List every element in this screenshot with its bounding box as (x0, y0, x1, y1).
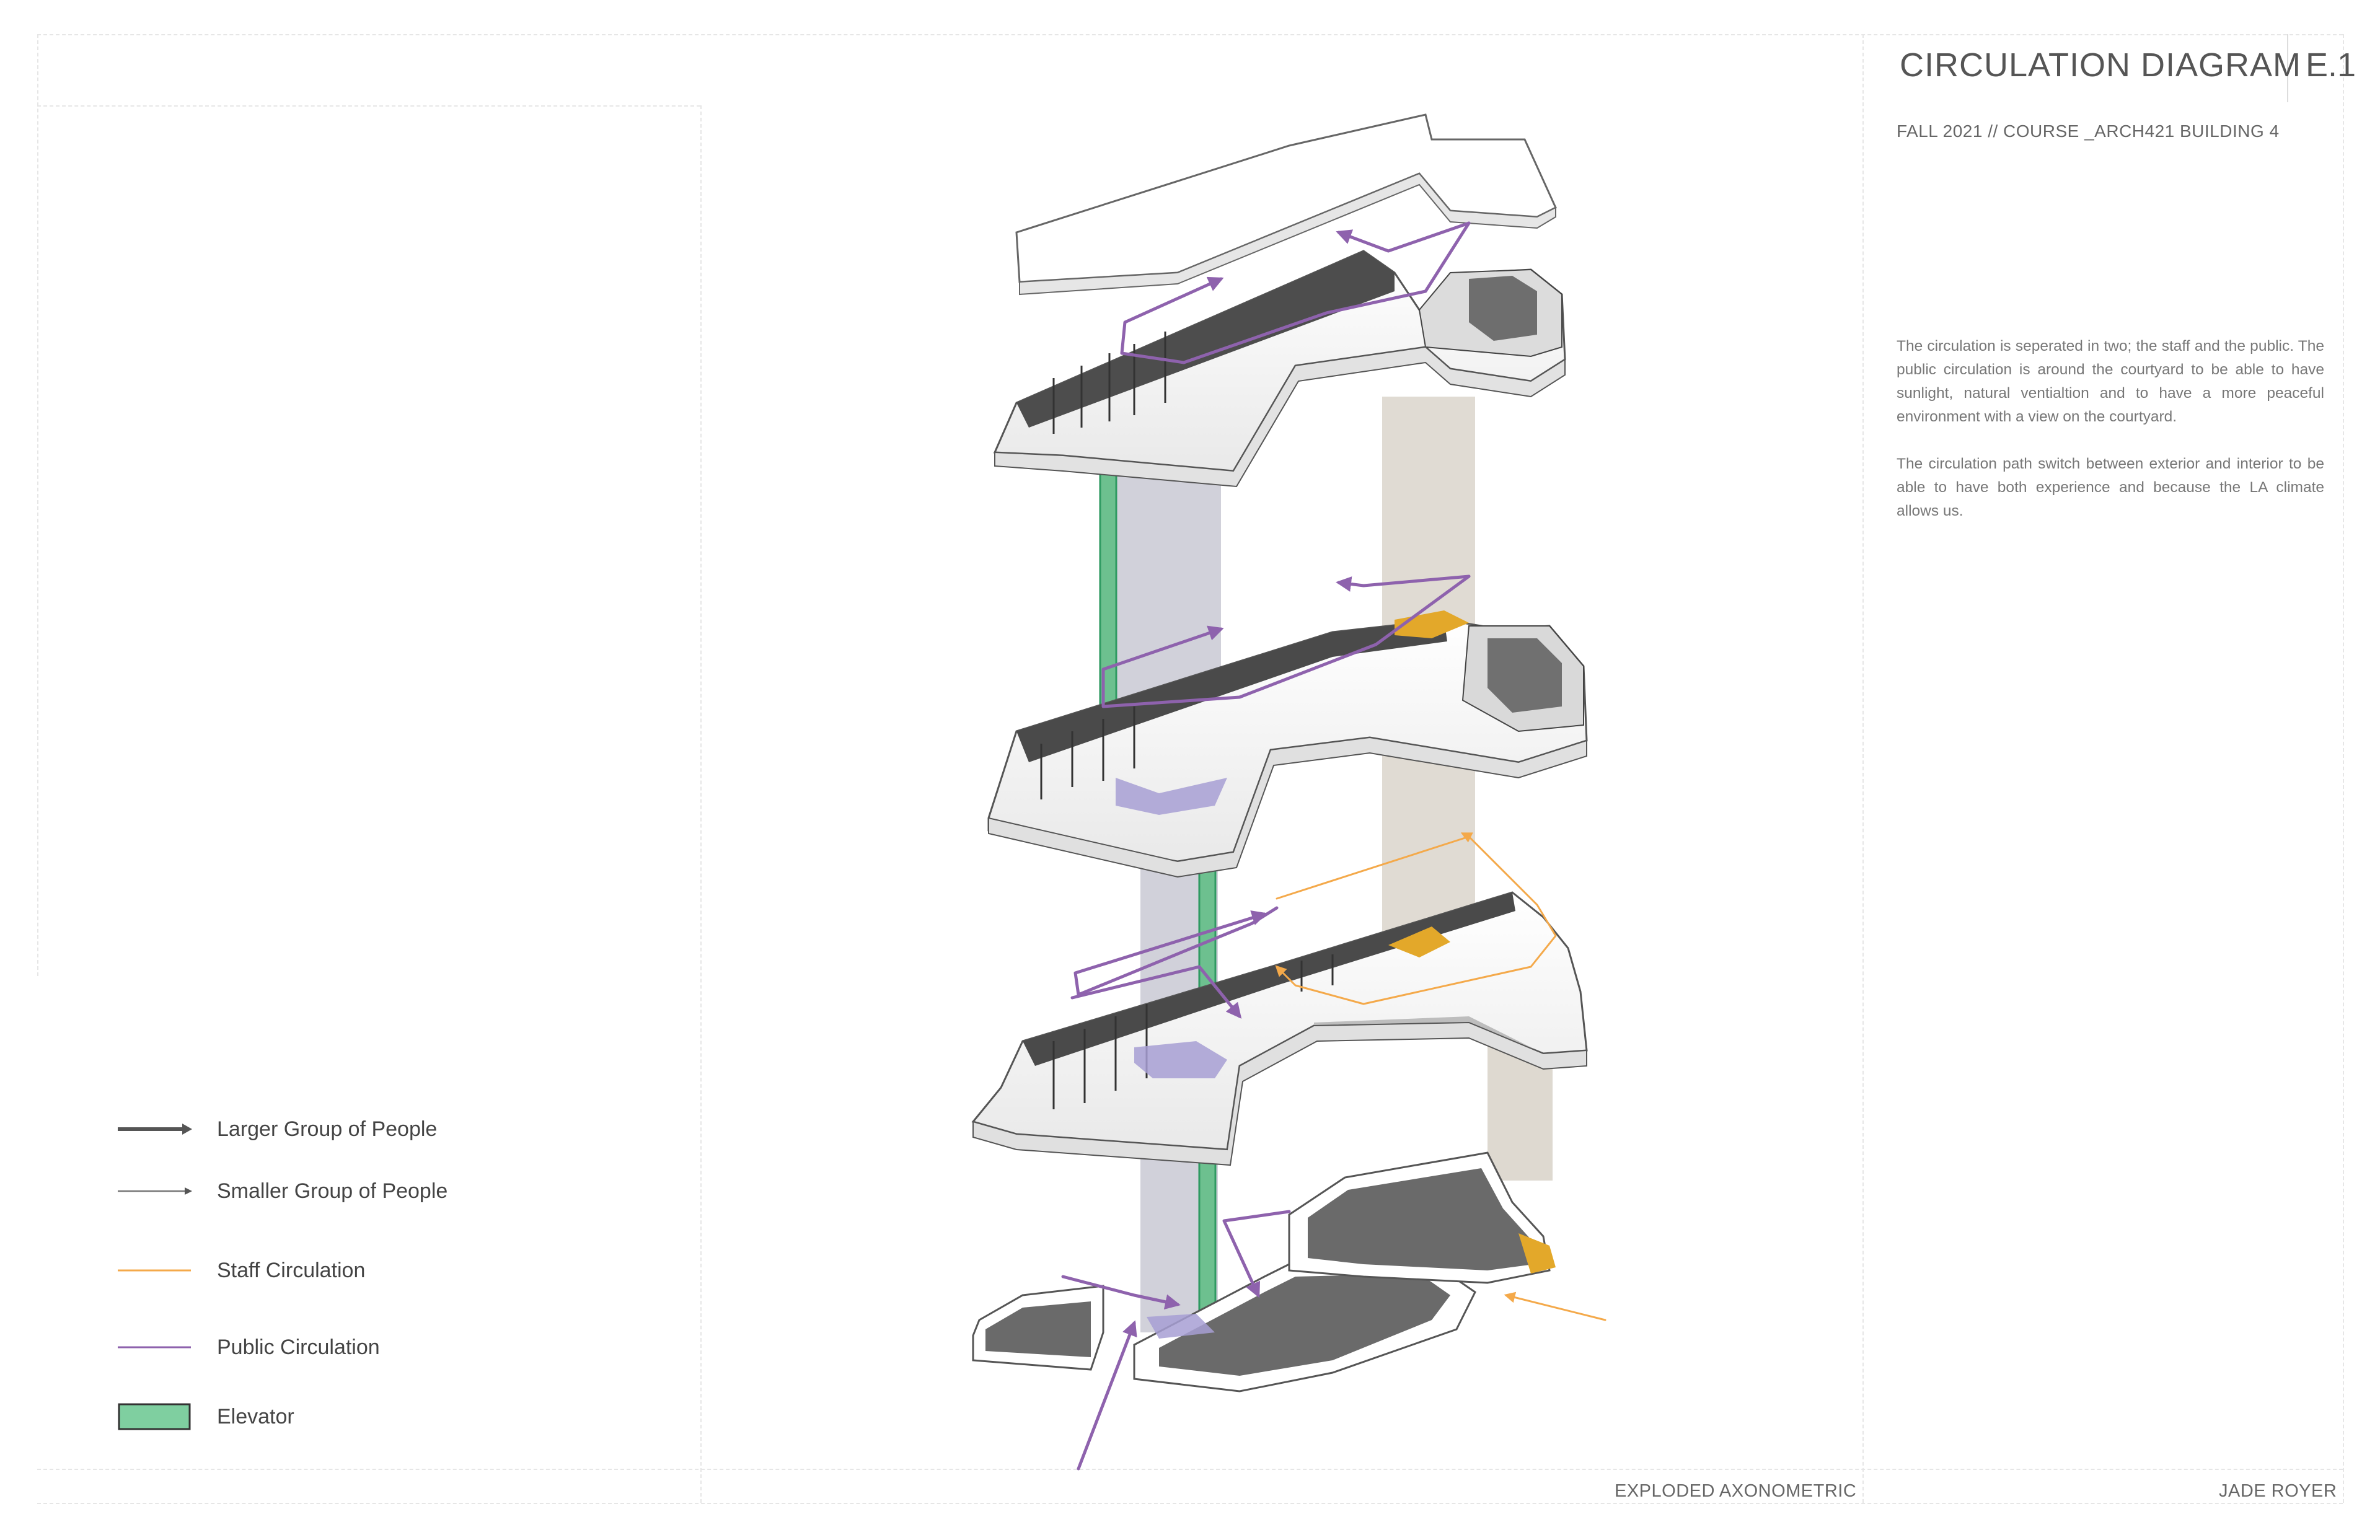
public-path-level-1-stair (1061, 1275, 1181, 1310)
sheet-code: E.1 (2306, 46, 2356, 84)
page-title: CIRCULATION DIAGRAM (1900, 46, 2302, 84)
floor-level-3 (987, 610, 1588, 878)
staff-line-icon (118, 1269, 191, 1272)
public-stair-level-1 (1147, 1314, 1215, 1339)
page-subtitle: FALL 2021 // COURSE _ARCH421 BUILDING 4 (1897, 121, 2280, 141)
public-path-roof (1120, 221, 1471, 364)
courtyard-shaft (1382, 397, 1553, 1181)
public-path-level-1-courtyard (1222, 1210, 1291, 1298)
frame-guide-left (37, 34, 38, 976)
staff-circulation-paths (1275, 832, 1606, 1321)
public-stair-level-3 (1116, 778, 1227, 815)
title-divider (2287, 34, 2288, 102)
frame-guide-footer (37, 1469, 2343, 1470)
staff-path-level-2-up (1460, 832, 1473, 843)
staff-path-level-2 (1275, 835, 1557, 1005)
public-line-icon (118, 1346, 191, 1349)
legend-label-staff: Staff Circulation (217, 1259, 366, 1282)
frame-guide-mid-left (700, 105, 702, 1503)
thin-arrow-icon (118, 1187, 192, 1195)
elevator-swatch-icon (118, 1403, 191, 1430)
floor-level-1 (972, 1151, 1556, 1393)
public-path-level-3-upper (1336, 574, 1471, 592)
public-path-level-3 (1101, 574, 1471, 708)
thick-arrow-icon (118, 1124, 192, 1135)
roof-slab (1015, 113, 1557, 296)
footer-view-label: EXPLODED AXONOMETRIC (1615, 1481, 1857, 1501)
staff-path-level-1 (1504, 1291, 1606, 1321)
frame-guide-right (2343, 34, 2344, 1503)
frame-guide-bottom (37, 1503, 2343, 1504)
frame-guide-mid-right (1862, 34, 1864, 1503)
public-circulation-paths (1061, 221, 1471, 1471)
public-path-level-1 (1077, 1320, 1137, 1471)
footer-author: JADE ROYER (2219, 1481, 2337, 1501)
description-text: The circulation is seperated in two; the… (1897, 335, 2324, 547)
description-paragraph-1: The circulation is seperated in two; the… (1897, 338, 2324, 425)
public-stair-level-2 (1134, 1041, 1227, 1078)
public-path-roof-upper (1336, 221, 1471, 253)
staff-stair-level-2 (1388, 926, 1450, 957)
legend-label-elevator: Elevator (217, 1405, 294, 1428)
legend-label-public: Public Circulation (217, 1335, 380, 1359)
public-path-level-2-lower (1070, 965, 1242, 1019)
staff-stair-level-1 (1518, 1233, 1556, 1274)
description-paragraph-2: The circulation path switch between exte… (1897, 455, 2324, 519)
legend-label-smaller-group: Smaller Group of People (217, 1179, 448, 1203)
floor-level-4 (993, 250, 1566, 488)
frame-guide-left-top (37, 105, 700, 107)
frame-guide-top (37, 34, 2343, 35)
floor-level-2 (971, 891, 1588, 1166)
legend-label-larger-group: Larger Group of People (217, 1117, 438, 1141)
